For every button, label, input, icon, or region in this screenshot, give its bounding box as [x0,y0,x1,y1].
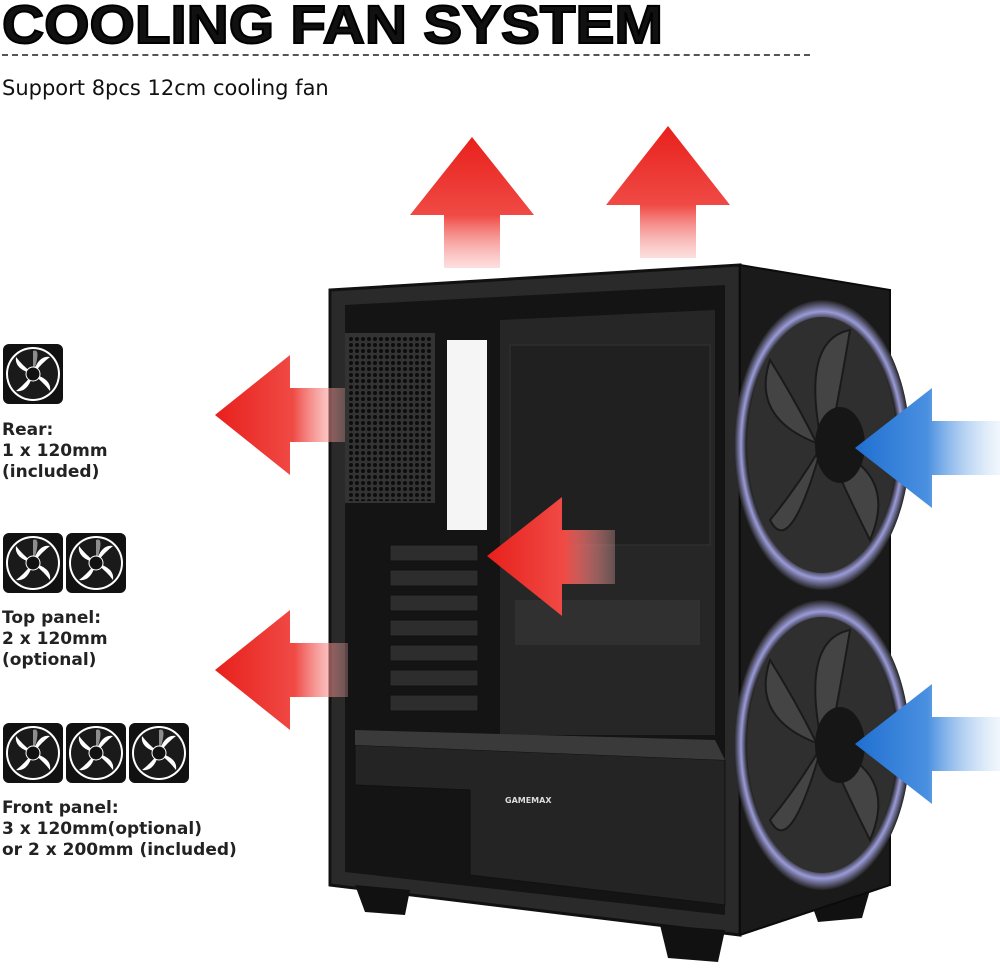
top-fan-label: Top panel: 2 x 120mm (optional) [2,608,108,671]
front-fan-label: Front panel: 3 x 120mm(optional) or 2 x … [2,798,237,861]
brand-logo: GAMEMAX [505,796,552,805]
front-fan-upper [734,300,910,590]
page-title: COOLING FAN SYSTEM [1,0,664,56]
intake-arrow [855,388,1000,508]
intake-arrow [855,684,1000,804]
label-line: Rear: [2,420,54,440]
exhaust-arrow-left [487,497,615,616]
label-line: (included) [2,462,100,482]
label-line: or 2 x 200mm (included) [2,840,237,860]
label-line: 3 x 120mm(optional) [2,819,202,839]
label-line: 1 x 120mm [2,441,108,461]
exhaust-arrow-up [606,126,730,258]
label-line: Top panel: [2,608,102,628]
rear-fan-label: Rear: 1 x 120mm (included) [2,420,108,483]
exhaust-arrow-left [215,355,345,475]
exhaust-arrow-up [410,137,534,268]
front-fan-lower [734,600,910,890]
divider [2,54,810,56]
label-line: (optional) [2,650,97,670]
subtitle: Support 8pcs 12cm cooling fan [2,76,329,100]
label-line: 2 x 120mm [2,629,108,649]
label-line: Front panel: [2,798,119,818]
exhaust-arrow-left [215,610,348,730]
